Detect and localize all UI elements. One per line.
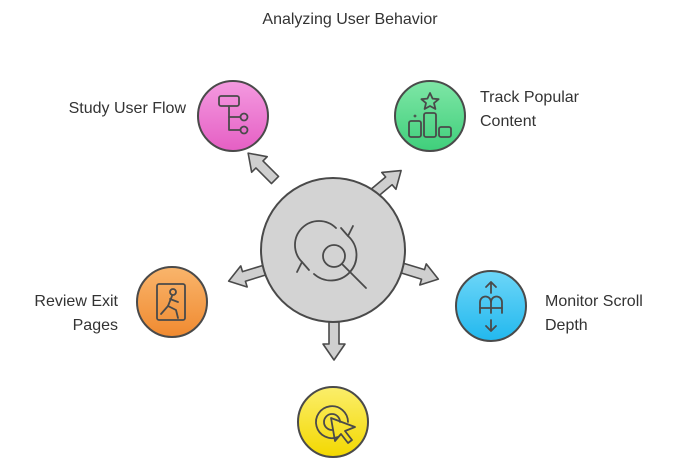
label-line: Review Exit	[34, 293, 118, 310]
label-line: Pages	[72, 317, 118, 334]
node-track-popular-content	[394, 80, 466, 152]
label-line: Monitor Scroll	[545, 293, 643, 310]
label-study-user-flow: Study User Flow	[20, 97, 186, 121]
node-bottom	[297, 386, 369, 458]
refresh-search-icon	[294, 220, 367, 289]
label-track-popular-content: Track Popular Content	[480, 86, 660, 134]
node-monitor-scroll-depth	[455, 270, 527, 342]
arrow-to-bottom-node	[322, 321, 346, 361]
label-monitor-scroll-depth: Monitor Scroll Depth	[545, 290, 695, 338]
arrow-to-monitor-scroll-depth	[399, 262, 440, 286]
node-study-user-flow	[197, 80, 269, 152]
flow-chart-icon	[218, 95, 249, 135]
label-line: Depth	[545, 317, 588, 334]
arrow-to-study-user-flow	[247, 152, 280, 185]
scroll-arrows-icon	[479, 281, 503, 332]
click-cursor-icon	[315, 405, 356, 444]
node-review-exit-pages	[136, 266, 208, 338]
center-node	[260, 177, 406, 323]
label-line: Content	[480, 113, 537, 130]
label-line: Study User Flow	[68, 100, 186, 117]
label-review-exit-pages: Review Exit Pages	[0, 290, 118, 338]
arrow-to-review-exit-pages	[227, 264, 268, 288]
podium-star-icon	[408, 92, 452, 138]
exit-door-icon	[156, 283, 186, 321]
label-line: Track Popular	[480, 89, 579, 106]
diagram-title: Analyzing User Behavior	[262, 11, 438, 28]
